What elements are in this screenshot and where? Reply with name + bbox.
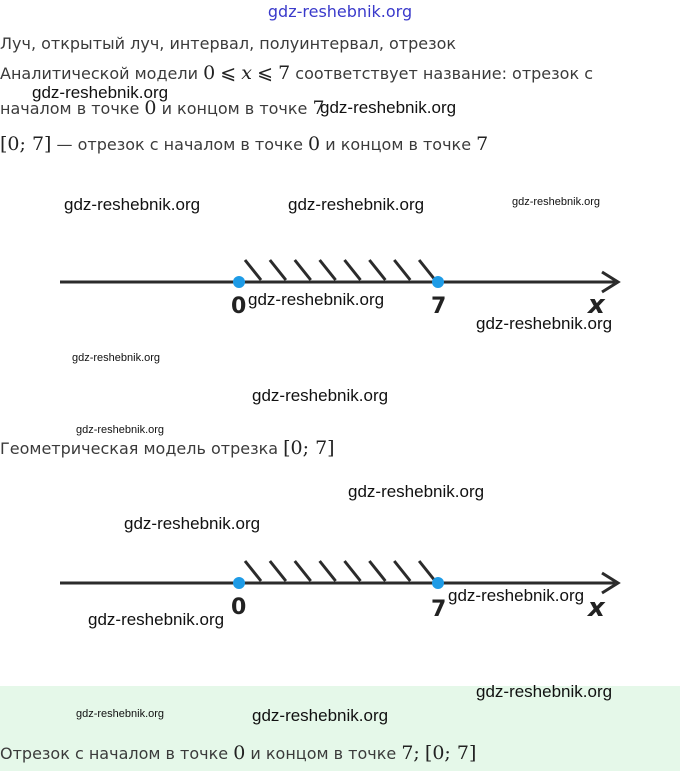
hatch-mark (417, 259, 437, 281)
notation-end: 7 (476, 133, 489, 155)
axis-label: x (586, 593, 606, 623)
watermark: gdz-reshebnik.org (476, 682, 613, 701)
geometric-caption-interval: [0; 7] (283, 437, 335, 459)
hatch-mark (318, 560, 337, 582)
number-line-2: 0 7 x (60, 560, 621, 623)
watermark: gdz-reshebnik.org (252, 706, 389, 725)
number-line-1: 0 7 x (60, 259, 621, 320)
start-label: 0 (231, 595, 246, 620)
analytic-mid: и концом в точке (161, 99, 308, 118)
analytic-suffix: соответствует название: отрезок с (295, 64, 593, 83)
watermark: gdz-reshebnik.org (124, 514, 261, 533)
start-point (233, 577, 245, 589)
notation-interval: [0; 7] (0, 133, 52, 155)
start-point (233, 276, 245, 288)
hatch-mark (243, 259, 263, 281)
notation-mid: и концом в точке (325, 135, 472, 154)
notation-text: — отрезок с началом в точке (56, 135, 303, 154)
watermark: gdz-reshebnik.org (348, 482, 485, 501)
hatch-mark (417, 560, 437, 582)
start-label: 0 (231, 294, 246, 319)
hatch-mark (368, 259, 387, 281)
watermark: gdz-reshebnik.org (72, 352, 161, 364)
end-point (432, 276, 444, 288)
watermark: gdz-reshebnik.org (252, 386, 389, 405)
hatch-mark (293, 560, 312, 582)
analytic-upper: 7 (278, 62, 291, 84)
notation-start: 0 (308, 133, 321, 155)
end-point (432, 577, 444, 589)
watermark: gdz-reshebnik.org (32, 83, 169, 102)
hatch-mark (243, 560, 263, 582)
answer-line: Отрезок с началом в точке 0 и концом в т… (0, 742, 476, 764)
watermark: gdz-reshebnik.org (248, 290, 385, 309)
watermark: gdz-reshebnik.org (64, 195, 201, 214)
watermark: gdz-reshebnik.org (76, 424, 165, 436)
hatch-mark (293, 259, 312, 281)
hatch-mark (393, 560, 412, 582)
analytic-rel-1: ⩽ (220, 62, 237, 84)
watermark: gdz-reshebnik.org (476, 314, 613, 333)
analytic-line-2: началом в точке 0 и концом в точке 7 (0, 97, 325, 119)
geometric-caption: Геометрическая модель отрезка [0; 7] (0, 437, 335, 459)
axis-arrow (601, 270, 621, 294)
hatch-group (243, 259, 437, 281)
page-heading: Луч, открытый луч, интервал, полуинтерва… (0, 34, 457, 53)
watermark: gdz-reshebnik.org (320, 98, 457, 117)
axis-arrow (601, 571, 621, 595)
site-link[interactable]: gdz-reshebnik.org (267, 2, 413, 21)
answer-text: Отрезок с началом в точке (0, 744, 229, 763)
analytic-end: 7 (312, 97, 325, 119)
hatch-mark (343, 560, 362, 582)
hatch-mark (268, 259, 288, 281)
watermark: gdz-reshebnik.org (512, 196, 601, 208)
analytic-prefix: Аналитической модели (0, 64, 198, 83)
watermark: gdz-reshebnik.org (448, 586, 585, 605)
answer-background (0, 686, 680, 771)
end-label: 7 (431, 597, 446, 622)
answer-interval: [0; 7] (424, 742, 477, 764)
analytic-var: x (241, 62, 252, 84)
geometric-caption-text: Геометрическая модель отрезка (0, 439, 279, 458)
hatch-mark (318, 259, 337, 281)
notation-line: [0; 7] — отрезок с началом в точке 0 и к… (0, 133, 488, 155)
hatch-mark (343, 259, 362, 281)
analytic-rel-2: ⩽ (257, 62, 274, 84)
watermark: gdz-reshebnik.org (288, 195, 425, 214)
answer-start: 0 (233, 742, 246, 764)
answer-mid: и концом в точке (250, 744, 397, 763)
watermark: gdz-reshebnik.org (76, 708, 165, 720)
end-label: 7 (431, 294, 446, 319)
analytic-lower: 0 (203, 62, 216, 84)
analytic-line2-text: началом в точке (0, 99, 140, 118)
hatch-mark (268, 560, 288, 582)
analytic-line-1: Аналитической модели 0 ⩽ x ⩽ 7 соответст… (0, 62, 593, 84)
hatch-group (243, 560, 437, 582)
hatch-mark (368, 560, 387, 582)
watermark: gdz-reshebnik.org (88, 610, 225, 629)
axis-label: x (586, 290, 606, 320)
answer-end: 7; (401, 742, 420, 764)
hatch-mark (393, 259, 412, 281)
analytic-start: 0 (144, 97, 157, 119)
